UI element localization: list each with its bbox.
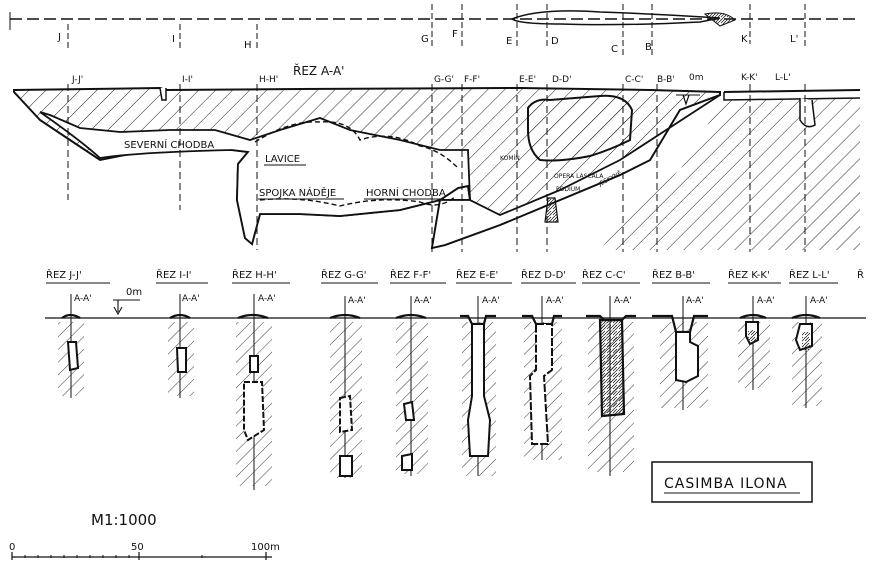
plan-label-l: L' <box>790 34 798 45</box>
plan-label-f: F <box>452 29 458 40</box>
profile-label-gg: G-G' <box>434 75 454 85</box>
plan-label-k: K <box>741 34 748 45</box>
plan-label-d: D <box>551 36 559 47</box>
axis-label-gg: A-A' <box>348 296 366 306</box>
profile-label-ll: L-L' <box>775 73 791 83</box>
section-title-ii: ŘEZ I-I' <box>156 268 192 281</box>
scale-tick-50: 50 <box>131 542 144 553</box>
profile-rock-block <box>527 94 634 162</box>
profile-label-ff: F-F' <box>464 75 480 85</box>
label-severni-chodba: SEVERNÍ CHODBA <box>124 138 214 151</box>
plan-strip: J I H G F E D C B K L' <box>9 4 860 56</box>
map-title-box: CASIMBA ILONA <box>651 461 813 503</box>
profile-zero-mark: 0m <box>689 73 704 83</box>
profile-label-jj: J-J' <box>71 75 83 85</box>
profile-label-ii: I-I' <box>182 75 193 85</box>
profile-label-cc: C-C' <box>625 75 643 85</box>
plan-label-b: B <box>645 42 652 53</box>
profile-label-ee: E-E' <box>519 75 536 85</box>
section-title-cut: Ř <box>857 268 864 281</box>
profile-rock-right <box>600 98 860 250</box>
plan-section-markers: J I H G F E D C B K L' <box>57 4 806 56</box>
cross-sections: 0m ŘEZ J-J' ŘEZ I-I' ŘEZ H-H' ŘEZ G-G' Ř… <box>45 268 866 490</box>
section-title-gg: ŘEZ G-G' <box>321 268 367 281</box>
axis-label-ll: A-A' <box>810 296 828 306</box>
scale-ratio: M1:1000 <box>91 511 157 529</box>
profile-cave-void <box>39 94 721 250</box>
plan-label-c: C <box>611 44 618 55</box>
plan-label-h: H <box>244 40 252 51</box>
section-title-ll: ŘEZ L-L' <box>789 268 830 281</box>
map-title: CASIMBA ILONA <box>664 476 788 492</box>
section-title-kk: ŘEZ K-K' <box>728 268 770 281</box>
section-title-ff: ŘEZ F-F' <box>390 268 431 281</box>
label-lavice-box: LAVICE <box>264 154 306 166</box>
section-title-jj: ŘEZ J-J' <box>46 268 82 281</box>
scale-bar: M1:1000 0 50 100m <box>9 511 280 560</box>
axis-label-dd: A-A' <box>546 296 564 306</box>
axis-label-hh: A-A' <box>258 294 276 304</box>
section-title-hh: ŘEZ H-H' <box>232 268 277 281</box>
longitudinal-profile: ŘEZ A-A' J-J' I-I' H-H' G-G' F-F' E-E' D… <box>13 63 861 252</box>
profile-title: ŘEZ A-A' <box>293 63 344 78</box>
label-horni-chodba: HORNÍ CHODBA <box>366 186 446 199</box>
scale-tick-100: 100m <box>251 542 280 553</box>
axis-label-kk: A-A' <box>757 296 775 306</box>
profile-label-dd: D-D' <box>552 75 572 85</box>
label-podium: PODIUM <box>556 186 580 193</box>
sections-zero-mark: 0m <box>126 287 142 298</box>
plan-label-g: G <box>421 34 429 45</box>
section-title-dd: ŘEZ D-D' <box>521 268 566 281</box>
axis-label-ff: A-A' <box>414 296 432 306</box>
section-axis-labels: A-A' A-A' A-A' A-A' A-A' A-A' A-A' A-A' … <box>74 294 828 306</box>
plan-label-i: I <box>172 34 175 45</box>
plan-label-e: E <box>506 36 512 47</box>
label-komin: KOMÍN <box>500 155 520 162</box>
axis-label-ii: A-A' <box>182 294 200 304</box>
section-titles: ŘEZ J-J' ŘEZ I-I' ŘEZ H-H' ŘEZ G-G' ŘEZ … <box>46 268 864 284</box>
plan-label-j: J <box>57 32 61 43</box>
profile-label-kk: K-K' <box>741 73 758 83</box>
axis-label-cc: A-A' <box>614 296 632 306</box>
profile-label-bb: B-B' <box>657 75 675 85</box>
axis-label-ee: A-A' <box>482 296 500 306</box>
label-opera-lascala: OPERA LASCALA <box>554 173 604 180</box>
section-title-ee: ŘEZ E-E' <box>456 268 498 281</box>
section-title-cc: ŘEZ C-C' <box>582 268 626 281</box>
label-lavice: LAVICE <box>265 154 300 165</box>
scale-tick-0: 0 <box>9 542 15 553</box>
profile-top-labels: J-J' I-I' H-H' G-G' F-F' E-E' D-D' C-C' … <box>71 73 791 85</box>
profile-label-hh: H-H' <box>259 75 278 85</box>
axis-label-bb: A-A' <box>686 296 704 306</box>
axis-label-jj: A-A' <box>74 294 92 304</box>
label-spojka-nadeje: SPOJKA NÁDĚJE <box>259 186 336 199</box>
section-title-bb: ŘEZ B-B' <box>652 268 695 281</box>
profile-section-lines <box>67 84 806 252</box>
